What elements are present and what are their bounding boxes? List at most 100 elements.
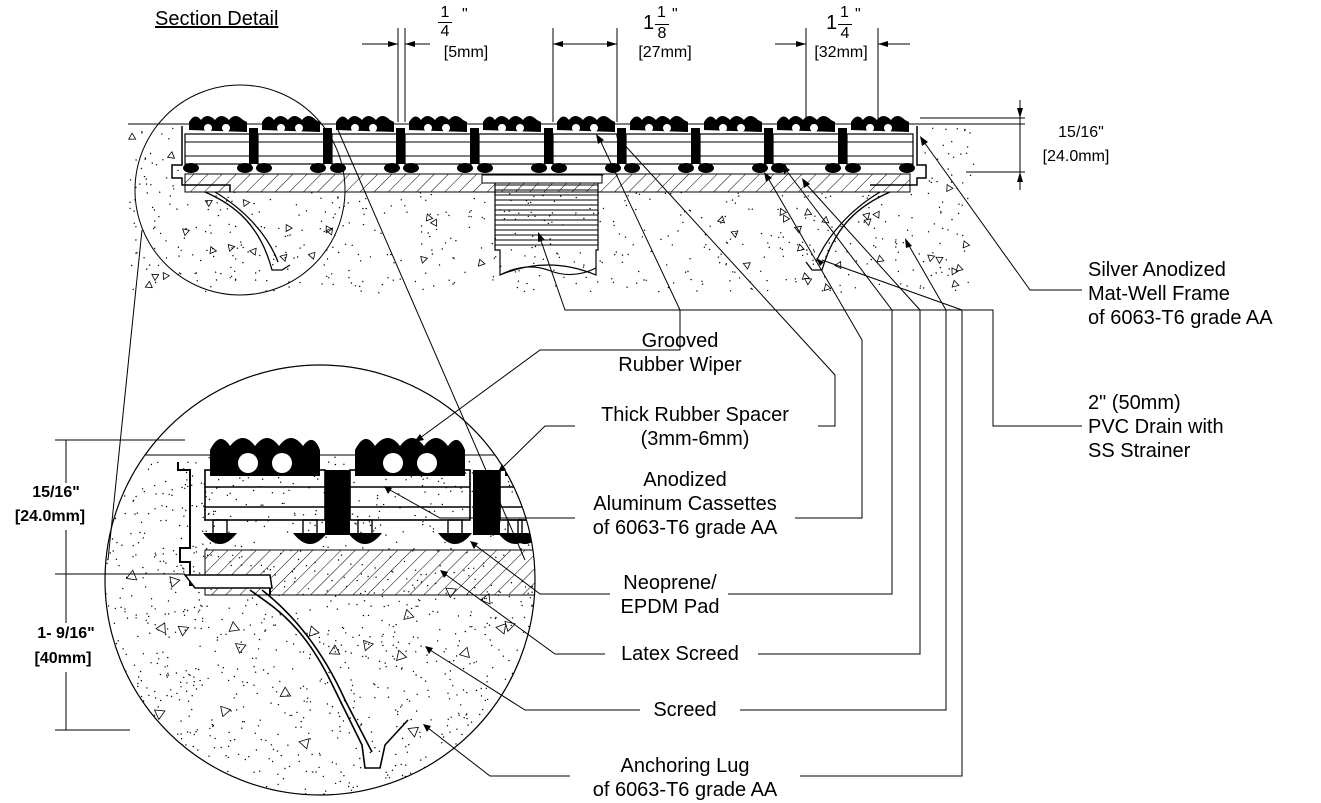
enlarged-concrete-dot bbox=[123, 454, 125, 456]
enlarged-concrete-dot bbox=[279, 680, 281, 683]
concrete-dot bbox=[473, 197, 475, 200]
enlarged-concrete-dot bbox=[501, 744, 503, 746]
enlarged-concrete-dot bbox=[406, 751, 408, 753]
concrete-dot bbox=[230, 275, 233, 277]
enlarged-concrete-dot bbox=[471, 490, 473, 493]
enlarged-concrete-dot bbox=[519, 689, 522, 691]
neoprene-pad bbox=[237, 163, 253, 173]
concrete-dot bbox=[275, 245, 277, 248]
enlarged-concrete-dot bbox=[385, 478, 387, 481]
enlarged-concrete-dot bbox=[369, 524, 372, 527]
enlarged-concrete-dot bbox=[134, 513, 136, 515]
enlarged-concrete-dot bbox=[109, 552, 112, 554]
enlarged-concrete-dot bbox=[474, 781, 476, 783]
concrete-dot bbox=[613, 224, 615, 227]
enlarged-concrete-dot bbox=[342, 627, 345, 630]
enlarged-concrete-dot bbox=[533, 522, 535, 525]
concrete-aggregate bbox=[248, 247, 257, 256]
enlarged-concrete-dot bbox=[168, 636, 170, 638]
enlarged-concrete-dot bbox=[491, 602, 493, 604]
concrete-dot bbox=[597, 281, 599, 283]
enlarged-concrete-dot bbox=[488, 624, 491, 626]
concrete-aggregate bbox=[935, 256, 944, 265]
enlarged-concrete-dot bbox=[138, 459, 140, 461]
enlarged-concrete-dot bbox=[176, 692, 178, 695]
enlarged-concrete-dot bbox=[426, 654, 428, 656]
concrete-dot bbox=[231, 200, 233, 202]
enlarged-concrete-dot bbox=[216, 636, 219, 638]
concrete-dot bbox=[650, 250, 652, 253]
concrete-dot bbox=[338, 207, 341, 209]
enlarged-concrete-dot bbox=[497, 753, 499, 756]
enlarged-concrete-dot bbox=[475, 661, 478, 663]
concrete-aggregate bbox=[128, 132, 137, 140]
enlarged-concrete-dot bbox=[450, 716, 452, 718]
enlarged-concrete-dot bbox=[145, 619, 147, 621]
enlarged-concrete-dot bbox=[244, 758, 246, 761]
enlarged-concrete-dot bbox=[523, 754, 525, 757]
enlarged-concrete-dot bbox=[353, 481, 355, 484]
enlarged-concrete-dot bbox=[302, 514, 305, 516]
concrete-dot bbox=[129, 207, 131, 210]
enlarged-concrete-dot bbox=[164, 613, 166, 615]
concrete-dot bbox=[709, 225, 711, 227]
concrete-dot bbox=[948, 268, 950, 270]
concrete-dot bbox=[225, 200, 228, 202]
concrete-dot bbox=[557, 253, 559, 255]
enlarged-concrete-dot bbox=[303, 700, 305, 702]
enlarged-concrete-dot bbox=[183, 676, 185, 679]
enlarged-concrete-dot bbox=[135, 614, 137, 616]
enlarged-concrete-dot bbox=[417, 599, 420, 601]
enlarged-concrete-dot bbox=[484, 633, 486, 636]
enlarged-concrete-dot bbox=[345, 650, 347, 653]
enlarged-concrete-dot bbox=[379, 524, 382, 526]
enlarged-concrete-dot bbox=[222, 667, 224, 669]
left-dim-upper-imperial: 15/16" bbox=[32, 484, 80, 501]
concrete-dot bbox=[468, 226, 471, 229]
concrete-dot bbox=[420, 231, 423, 233]
enlarged-concrete-dot bbox=[432, 528, 435, 530]
enlarged-concrete-dot bbox=[124, 608, 126, 610]
concrete-dot bbox=[812, 263, 815, 265]
enlarged-concrete-dot bbox=[486, 698, 489, 701]
enlarged-concrete-dot bbox=[528, 625, 530, 628]
enlarged-concrete-dot bbox=[306, 688, 308, 690]
enlarged-concrete-dot bbox=[437, 480, 440, 483]
enlarged-concrete-dot bbox=[449, 731, 451, 733]
enlarged-concrete-dot bbox=[172, 509, 174, 511]
concrete-dot bbox=[311, 192, 313, 194]
concrete-dot bbox=[627, 195, 629, 197]
enlarged-concrete-dot bbox=[485, 782, 488, 784]
concrete-dot bbox=[383, 212, 386, 214]
concrete-dot bbox=[404, 205, 406, 207]
enlarged-concrete-dot bbox=[333, 647, 336, 649]
enlarged-concrete-dot bbox=[106, 742, 108, 744]
enlarged-concrete-dot bbox=[315, 510, 317, 512]
enlarged-concrete-dot bbox=[519, 427, 522, 430]
enlarged-concrete-dot bbox=[394, 496, 396, 498]
concrete-dot bbox=[165, 257, 168, 259]
wiper-hole bbox=[737, 124, 745, 132]
enlarged-concrete-dot bbox=[206, 371, 208, 373]
enlarged-concrete-dot bbox=[170, 695, 173, 698]
enlarged-concrete-dot bbox=[273, 666, 275, 668]
concrete-dot bbox=[516, 286, 519, 289]
enlarged-concrete-dot bbox=[138, 773, 140, 776]
concrete-dot bbox=[296, 256, 299, 258]
enlarged-concrete-dot bbox=[395, 624, 397, 626]
enlarged-concrete-dot bbox=[115, 671, 118, 673]
concrete-dot bbox=[825, 197, 827, 199]
enlarged-concrete-dot bbox=[361, 655, 364, 658]
enlarged-concrete-dot bbox=[374, 684, 376, 686]
enlarged-concrete-dot bbox=[482, 709, 484, 711]
enlarged-concrete-dot bbox=[107, 746, 109, 748]
concrete-dot bbox=[626, 286, 628, 288]
enlarged-concrete-dot bbox=[229, 492, 231, 494]
concrete-dot bbox=[767, 242, 769, 244]
enlarged-concrete-dot bbox=[313, 475, 316, 478]
concrete-dot bbox=[219, 209, 222, 211]
concrete-dot bbox=[455, 240, 457, 242]
concrete-dot bbox=[179, 273, 182, 275]
concrete-dot bbox=[671, 244, 673, 246]
enlarged-concrete-dot bbox=[391, 769, 394, 771]
